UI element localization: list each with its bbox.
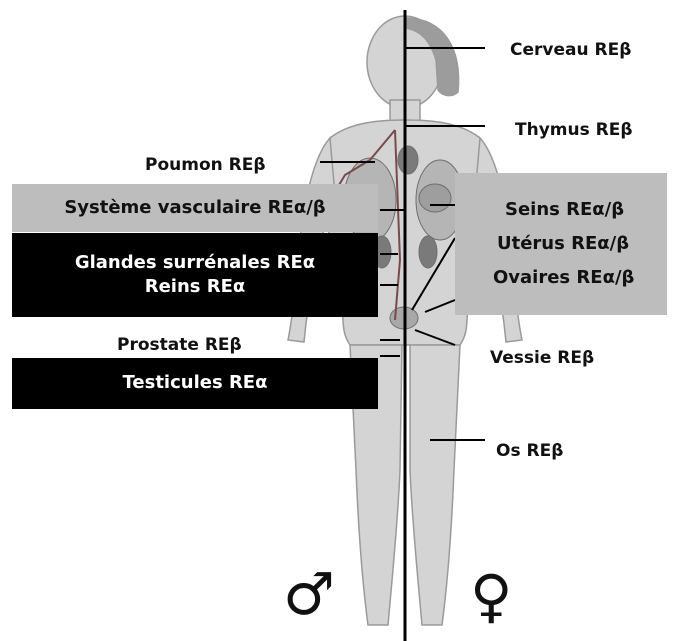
label-poumon: Poumon REβ [145,155,266,175]
label-adrenals: Glandes surrénales REα [75,251,315,275]
testes-box: Testicules REα [12,358,378,409]
label-thymus: Thymus REβ [515,120,633,140]
female-symbol-icon: ♀ [470,562,512,630]
label-os: Os REβ [496,441,563,461]
label-vascular: Système vasculaire REα/β [64,196,325,220]
label-uterus: Utérus REα/β [497,232,629,256]
label-cerveau: Cerveau REβ [510,40,631,60]
label-seins: Seins REα/β [505,198,624,222]
label-vessie: Vessie REβ [490,348,594,368]
adrenals-kidneys-box: Glandes surrénales REα Reins REα [12,233,378,317]
label-testes: Testicules REα [123,371,268,395]
vascular-box: Système vasculaire REα/β [12,184,378,232]
label-kidneys: Reins REα [145,275,246,299]
label-prostate: Prostate REβ [117,335,242,355]
label-ovaires: Ovaires REα/β [493,266,634,290]
female-organs-box: Seins REα/β Utérus REα/β Ovaires REα/β [455,173,667,315]
male-symbol-icon: ♂ [283,560,335,628]
